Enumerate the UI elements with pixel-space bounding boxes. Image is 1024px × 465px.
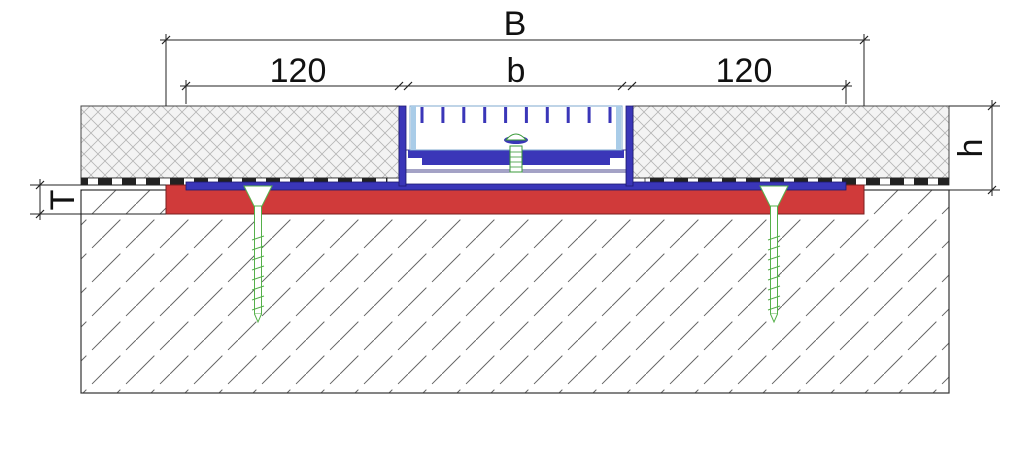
label-height: h bbox=[952, 139, 990, 158]
grate-slot bbox=[462, 107, 466, 123]
label-right-flange: 120 bbox=[716, 52, 773, 90]
dimension-channel-width: b bbox=[402, 52, 630, 91]
dimension-right-flange: 120 bbox=[626, 52, 852, 104]
dimension-overall-width: B bbox=[160, 5, 870, 106]
grate-slot bbox=[420, 107, 424, 123]
grate-slot bbox=[587, 107, 591, 123]
label-thickness: T bbox=[44, 190, 82, 211]
dimension-thickness: T bbox=[30, 179, 166, 220]
dimension-height: h bbox=[949, 100, 1000, 196]
dimension-left-flange: 120 bbox=[180, 52, 404, 104]
grate-bars bbox=[420, 107, 612, 123]
grate-slot bbox=[504, 107, 508, 123]
label-overall-width: B bbox=[504, 5, 527, 43]
concrete-substrate bbox=[80, 189, 950, 394]
grate-slot bbox=[545, 107, 549, 123]
countersunk-screw-icon bbox=[243, 185, 273, 324]
tile-layer-left bbox=[80, 105, 400, 179]
label-channel-width: b bbox=[507, 52, 526, 90]
bolt-icon bbox=[504, 133, 528, 173]
tile-layer-right bbox=[632, 105, 950, 179]
grate-slot bbox=[441, 107, 445, 123]
label-left-flange: 120 bbox=[270, 52, 327, 90]
grate-slot bbox=[608, 107, 612, 123]
grate-slot bbox=[566, 107, 570, 123]
grate-slot bbox=[483, 107, 487, 123]
countersunk-screw-icon bbox=[759, 185, 789, 324]
grate-slot bbox=[524, 107, 528, 123]
